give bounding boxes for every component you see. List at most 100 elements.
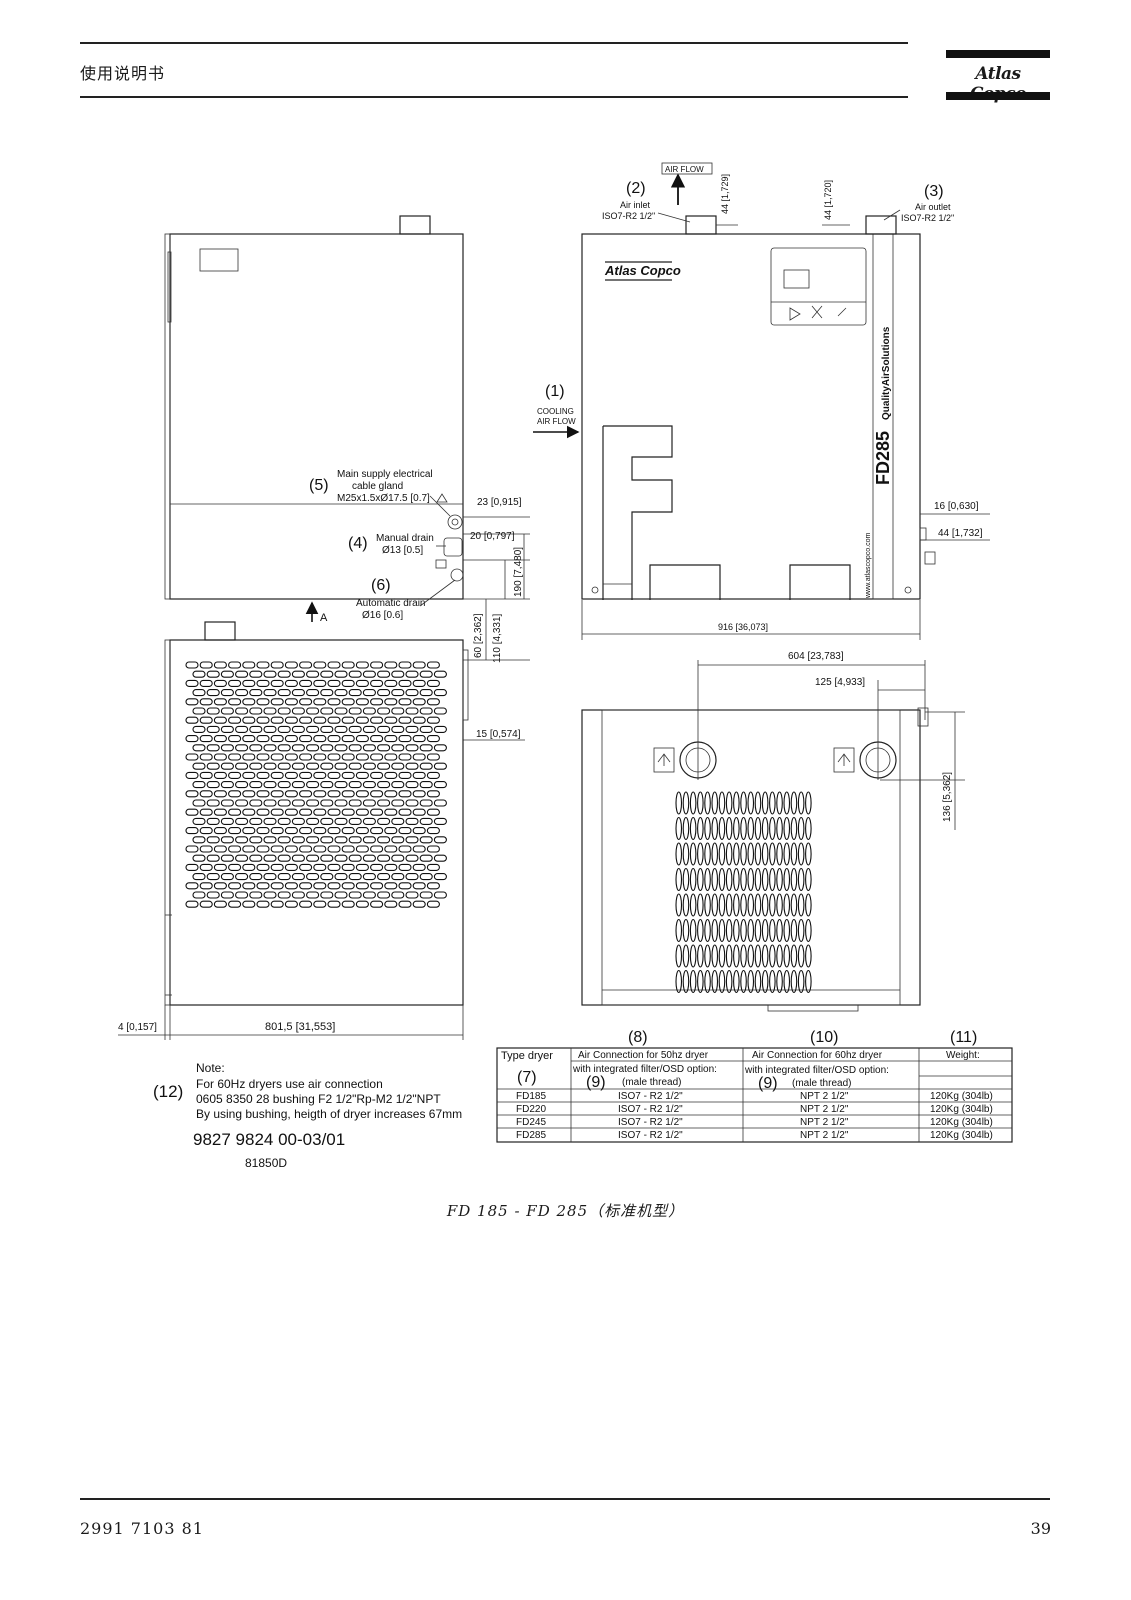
- grille-slot: [284, 863, 298, 871]
- grille-slot: [362, 873, 376, 881]
- left-bottom-dimension-lines: [118, 1005, 464, 1040]
- grille-slot: [398, 863, 412, 871]
- grille-slot: [362, 744, 376, 752]
- grille-slot: [697, 791, 704, 815]
- grille-slot: [199, 716, 213, 724]
- grille-slot: [426, 679, 440, 687]
- grille-slot: [348, 873, 362, 881]
- grille-slot: [341, 845, 355, 853]
- grille-slot: [199, 808, 213, 816]
- grille-slot: [433, 762, 447, 770]
- grille-slot: [313, 771, 327, 779]
- grille-slot: [718, 842, 726, 866]
- grille-slot: [740, 867, 747, 892]
- grille-slot: [377, 762, 391, 770]
- grille-slot: [426, 863, 440, 871]
- grille-slot: [805, 816, 812, 841]
- grille-slot: [405, 781, 419, 789]
- table-header-type: Type dryer: [501, 1050, 553, 1062]
- grille-slot: [334, 781, 348, 789]
- grille-slot: [355, 790, 369, 798]
- grille-slot: [213, 808, 227, 816]
- grille-slot: [213, 661, 227, 669]
- grille-slot: [192, 707, 206, 715]
- footer-page-number: 39: [1030, 1519, 1051, 1538]
- grille-slot: [405, 854, 419, 862]
- grille-slot: [220, 689, 234, 697]
- web-label: www.atlascopco.com: [865, 532, 872, 599]
- callout-5: (5): [309, 477, 329, 494]
- table-header-60hz: Air Connection for 60hz dryer: [752, 1050, 883, 1061]
- left-grille-slots: [185, 661, 447, 908]
- grille-slot: [682, 842, 690, 866]
- grille-slot: [391, 799, 405, 807]
- grille-slot: [192, 799, 206, 807]
- header-rule-top: [80, 42, 908, 44]
- grille-slot: [783, 918, 791, 943]
- grille-slot: [384, 808, 398, 816]
- dim-23: 23 [0,915]: [477, 497, 522, 508]
- grille-slot: [761, 867, 769, 892]
- grille-slot: [419, 817, 433, 825]
- grille-slot: [733, 944, 740, 968]
- grille-slot: [320, 781, 334, 789]
- grille-slot: [733, 918, 740, 943]
- grille-slot: [704, 918, 711, 943]
- grille-slot: [192, 854, 206, 862]
- grille-slot: [291, 762, 305, 770]
- grille-slot: [754, 918, 762, 943]
- grille-slot: [405, 725, 419, 733]
- grille-slot: [426, 845, 440, 853]
- grille-slot: [797, 816, 805, 841]
- grille-slot: [220, 836, 234, 844]
- grille-slot: [185, 698, 199, 706]
- grille-slot: [725, 867, 733, 892]
- grille-slot: [433, 854, 447, 862]
- grille-slot: [327, 679, 341, 687]
- grille-slot: [199, 827, 213, 835]
- grille-slot: [747, 791, 755, 815]
- grille-slot: [341, 698, 355, 706]
- grille-slot: [320, 670, 334, 678]
- grille-slot: [391, 836, 405, 844]
- callout-2-line2: ISO7-R2 1/2": [602, 211, 655, 221]
- grille-slot: [405, 689, 419, 697]
- dim-110: 110 [4,331]: [492, 613, 503, 663]
- grille-slot: [199, 771, 213, 779]
- grille-slot: [747, 918, 755, 943]
- callout-4: (4): [348, 535, 368, 552]
- grille-slot: [754, 842, 762, 866]
- note-line2: 0605 8350 28 bushing F2 1/2"Rp-M2 1/2"NP…: [196, 1092, 441, 1106]
- grille-slot: [405, 799, 419, 807]
- dim-4: 4 [0,157]: [118, 1022, 157, 1033]
- grille-slot: [704, 969, 711, 994]
- grille-slot: [370, 845, 384, 853]
- grille-slot: [249, 854, 263, 862]
- grille-slot: [725, 842, 733, 866]
- grille-slot: [711, 867, 719, 892]
- grille-slot: [370, 661, 384, 669]
- grille-slot: [797, 969, 805, 994]
- grille-slot: [790, 969, 798, 994]
- grille-slot: [277, 762, 291, 770]
- grille-slot: [192, 836, 206, 844]
- grille-slot: [341, 882, 355, 890]
- grille-slot: [740, 842, 747, 866]
- grille-slot: [377, 854, 391, 862]
- grille-slot: [412, 735, 426, 743]
- grille-slot: [299, 900, 313, 908]
- grille-slot: [355, 863, 369, 871]
- grille-slot: [797, 842, 805, 866]
- callout-3-line1: Air outlet: [915, 202, 951, 212]
- grille-slot: [711, 893, 719, 917]
- grille-slot: [704, 816, 711, 841]
- grille-slot: [306, 799, 320, 807]
- grille-slot: [355, 661, 369, 669]
- callout-6: (6): [371, 577, 391, 594]
- grille-slot: [306, 817, 320, 825]
- grille-slot: [228, 753, 242, 761]
- view-a-label: A: [320, 612, 328, 624]
- grille-slot: [263, 817, 277, 825]
- grille-slot: [805, 918, 812, 943]
- grille-slot: [377, 817, 391, 825]
